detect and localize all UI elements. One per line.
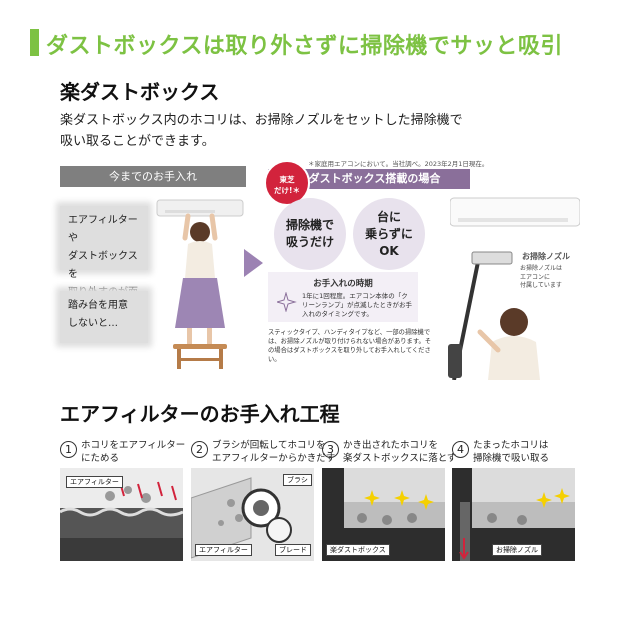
care-timing-text: 1年に1回程度。エアコン本体の「クリーンランプ」が点滅したときがお手入れのタイミ… xyxy=(302,292,412,318)
step-line: ホコリをエアフィルター xyxy=(81,440,186,451)
nozzle-sub-line: お掃除ノズルは xyxy=(520,265,563,272)
step-line: たまったホコリは xyxy=(473,440,549,451)
card-line: しないと… xyxy=(68,318,118,329)
filter-tag: エアフィルター xyxy=(66,476,123,488)
woman-on-stool-illustration xyxy=(156,199,244,369)
filter-tag: エアフィルター xyxy=(195,544,252,556)
nozzle-label: お掃除ノズル xyxy=(522,252,570,261)
badge-line: だけ!＊ xyxy=(274,186,300,195)
step-line: にためる xyxy=(81,453,120,464)
section-title: 楽ダストボックス xyxy=(60,80,220,104)
step-text-4: たまったホコリは 掃除機で吸い取る xyxy=(473,439,549,465)
brush-tag: ブラシ xyxy=(283,474,312,486)
description-line: 吸い取ることができます。 xyxy=(60,134,215,149)
aircon-unit-illustration xyxy=(450,197,580,227)
card-line: エアフィルターや xyxy=(68,215,138,244)
nozzle-sub-line: エアコンに xyxy=(520,273,551,281)
step2-illustration: ブラシ エアフィルター ブレード xyxy=(191,468,314,561)
nozzle-subtext: お掃除ノズルは エアコンに 付属しています xyxy=(520,265,580,291)
step1-illustration: エアフィルター xyxy=(60,468,183,561)
circle-line: 掃除機で xyxy=(285,218,334,232)
process-title: エアフィルターのお手入れ工程 xyxy=(60,402,340,426)
footnote-top: ＊家庭用エアコンにおいて。当社調べ。2023年2月1日現在。 xyxy=(308,160,489,168)
circle-line: 台に xyxy=(376,209,401,224)
step-number-1: 1 xyxy=(60,441,77,458)
main-title: ダストボックスは取り外さずに掃除機でサッと吸引 xyxy=(46,34,563,59)
previous-care-header: 今までのお手入れ xyxy=(60,166,246,187)
section-description: 楽ダストボックス内のホコリは、お掃除ノズルをセットした掃除機で 吸い取ることがで… xyxy=(60,110,500,152)
nozzle-tag: お掃除ノズル xyxy=(492,544,542,556)
vacuum-compat-note: スティックタイプ、ハンディタイプなど、一部の掃除機では、お掃除ノズルが取り付けら… xyxy=(268,329,432,363)
woman-vacuuming-illustration xyxy=(448,251,540,380)
dustbox-tag: 楽ダストボックス xyxy=(326,544,390,556)
care-timing-box xyxy=(268,272,418,322)
card-line: 踏み台を用意 xyxy=(68,300,128,311)
problem-card-stool: 踏み台を用意 しないと… xyxy=(60,291,148,343)
new-care-header: 楽ダストボックス搭載の場合 xyxy=(268,169,470,189)
step-line: エアフィルターからかきだす xyxy=(212,453,336,464)
blade-tag: ブレード xyxy=(275,544,311,556)
step-number-3: 3 xyxy=(322,441,339,458)
nozzle-sub-line: 付属しています xyxy=(520,282,562,289)
sparkle-icon xyxy=(277,292,297,312)
step-number-4: 4 xyxy=(452,441,469,458)
circle-line: OK xyxy=(379,243,399,258)
benefit-circle-no-stool: 台に 乗らずに OK xyxy=(353,198,425,270)
circle-line: 乗らずに xyxy=(365,226,413,241)
arrow-right-icon xyxy=(244,249,263,277)
step4-illustration: お掃除ノズル xyxy=(452,468,575,561)
step-text-2: ブラシが回転してホコリを エアフィルターからかきだす xyxy=(212,439,335,465)
card-line: ダストボックスを xyxy=(68,251,138,280)
step-text-1: ホコリをエアフィルター にためる xyxy=(81,439,185,465)
step-text-3: かき出されたホコリを 楽ダストボックスに落とす xyxy=(343,439,456,465)
step-line: 楽ダストボックスに落とす xyxy=(343,453,457,464)
step-number-2: 2 xyxy=(191,441,208,458)
badge-line: 東芝 xyxy=(279,175,295,184)
description-line: 楽ダストボックス内のホコリは、お掃除ノズルをセットした掃除機で xyxy=(60,113,463,128)
step-line: ブラシが回転してホコリを xyxy=(212,440,326,451)
step-line: かき出されたホコリを xyxy=(343,440,439,451)
nozzle-suction-diagram xyxy=(452,468,575,561)
benefit-circle-vacuum: 掃除機で 吸うだけ xyxy=(274,198,346,270)
title-accent-bar xyxy=(30,29,39,56)
step3-illustration: 楽ダストボックス xyxy=(322,468,445,561)
care-timing-title: お手入れの時期 xyxy=(313,279,373,289)
step-line: 掃除機で吸い取る xyxy=(473,453,550,464)
circle-line: 吸うだけ xyxy=(285,235,334,249)
problem-card-remove: エアフィルターや ダストボックスを 取り外すのが面倒… xyxy=(60,206,148,316)
